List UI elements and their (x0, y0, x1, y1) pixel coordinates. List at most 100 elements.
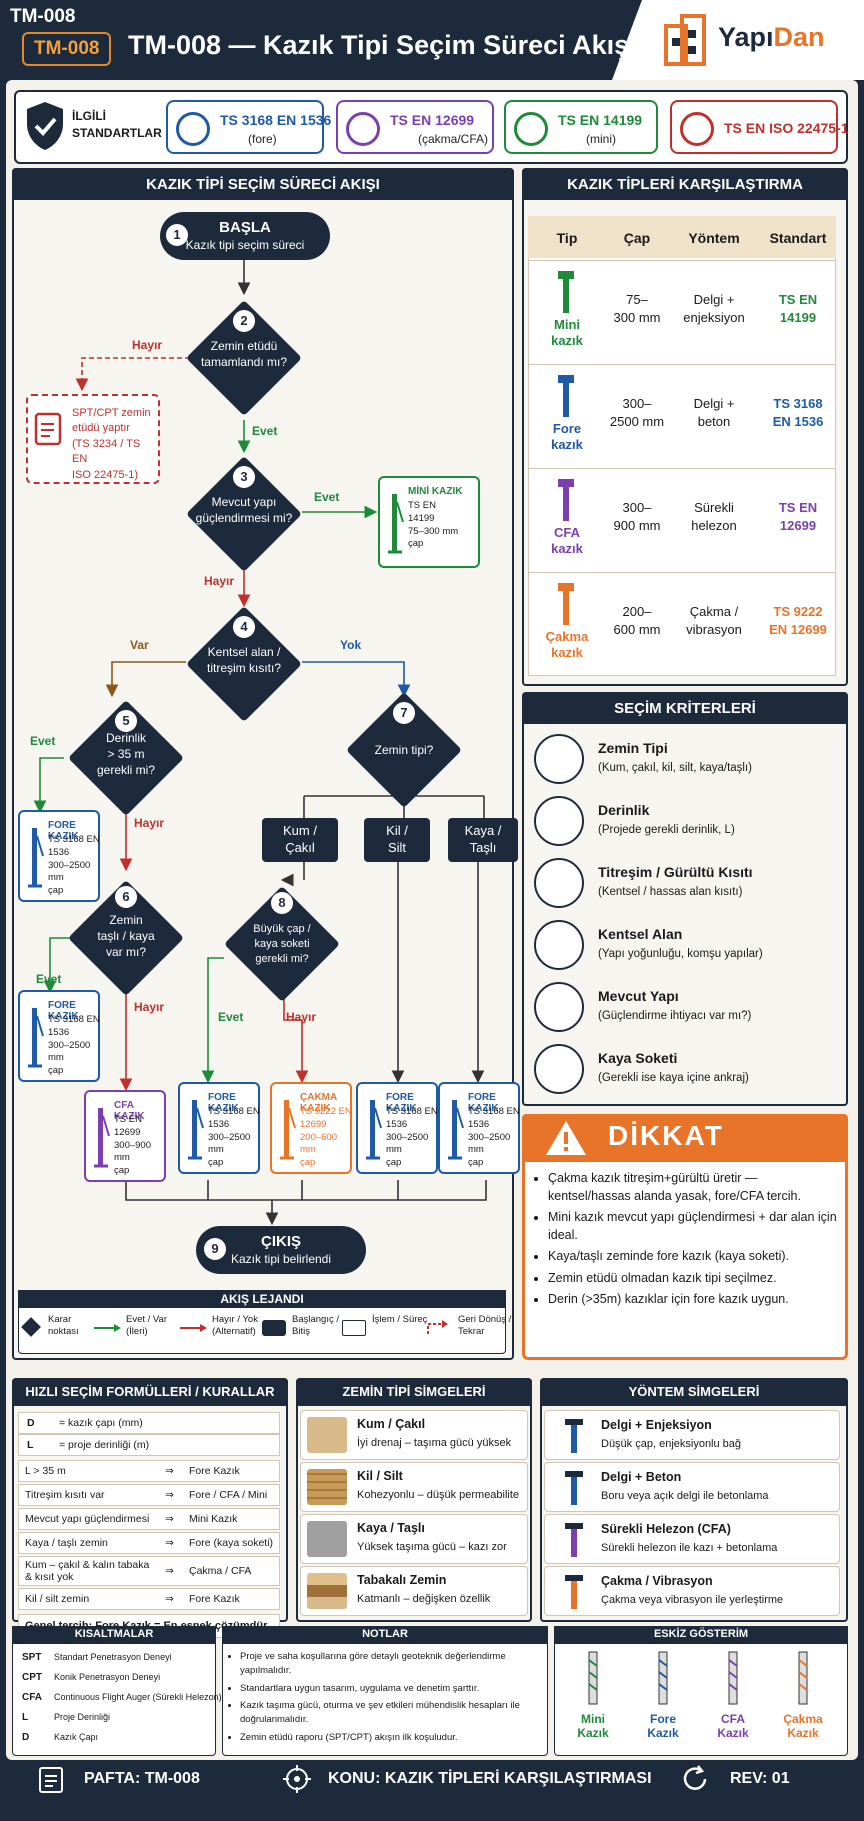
sketch-title: ESKİZ GÖSTERİM (554, 1626, 848, 1644)
pile-rig-icon (386, 492, 404, 558)
warning-icon (546, 1121, 586, 1155)
compare-type: Çakma kazık (545, 629, 589, 660)
rule-result: Çakma / CFA (189, 1565, 252, 1577)
method-rig-icon (559, 1417, 589, 1460)
standard-badge: TS 3168 EN 1536(fore) (166, 100, 331, 154)
spt-cpt-box: SPT/CPT zemin etüdü yaptır (TS 3234 / TS… (26, 394, 160, 484)
label-hayir: Hayır (132, 338, 163, 352)
abbr-value: Continuous Flight Auger (Sürekli Helezon… (54, 1692, 222, 1702)
pile-type-icon (554, 581, 578, 629)
notes-panel (222, 1626, 548, 1756)
arrow-icon: ⇒ (165, 1565, 174, 1577)
note-item: Proje ve saha koşullarına göre detaylı g… (240, 1650, 540, 1678)
abbr-key: CPT (22, 1672, 42, 1683)
soil-name: Kaya / Taşlı (357, 1521, 425, 1535)
soil-desc: Katmanlı – değişken özellik (357, 1593, 491, 1605)
label-hayir: Hayır (286, 1010, 317, 1024)
rule-condition: Titreşim kısıtı var (25, 1489, 105, 1501)
label-evet: Evet (30, 734, 56, 748)
arrow-icon: ⇒ (165, 1593, 174, 1605)
pile-result-spec: TS 3168 EN 1536 300–2500 mm çap (468, 1106, 520, 1169)
soil-desc: İyi drenaj – taşıma gücü yüksek (357, 1437, 512, 1449)
rule-key: L (27, 1439, 34, 1451)
criteria-item: Zemin Tipi(Kum, çakıl, kil, silt, kaya/t… (530, 732, 830, 792)
rule-row: Kum – çakıl & kalın tabaka & kısıt yok⇒Ç… (18, 1556, 280, 1586)
label-evet: Evet (36, 972, 62, 986)
pile-result-spec: TS 9222 EN 12699 200–600 mm çap (300, 1106, 352, 1169)
legend-symbol-icon (94, 1320, 122, 1338)
decision-q7: Zemin tipi?7 (346, 692, 462, 808)
soil-swatch-icon (307, 1573, 347, 1609)
compare-header-cell: Çap (623, 230, 651, 246)
standard-seal-icon (514, 112, 548, 146)
legend-symbol-icon (180, 1320, 208, 1338)
abbr-title: KISALTMALAR (12, 1626, 216, 1644)
rule-condition: Mevcut yapı güçlendirmesi (25, 1513, 150, 1525)
decision-q4: Kentsel alan / titreşim kısıtı?4 (186, 606, 302, 722)
rule-row: Mevcut yapı güçlendirmesi⇒Mini Kazık (18, 1508, 280, 1530)
method-rig-icon (559, 1573, 589, 1616)
arrow-icon: ⇒ (165, 1489, 174, 1501)
standard-code: TS EN 12699 (390, 112, 475, 128)
compare-header-cell: Standart (769, 230, 827, 246)
label-var: Var (130, 638, 149, 652)
doc-code: TM-008 (10, 6, 76, 27)
criteria-heading: Zemin Tipi (598, 740, 668, 756)
warning-list: Çakma kazık titreşim+gürültü üretir — ke… (548, 1170, 838, 1313)
method-rig-icon (559, 1469, 589, 1512)
logo-text: YapıDan (718, 22, 825, 52)
criteria-heading: Titreşim / Gürültü Kısıtı (598, 864, 753, 880)
compare-standard: TS 3168 EN 1536 (772, 396, 824, 429)
page-title: TM-008 — Kazık Tipi Seçim Süreci Akışı (128, 30, 637, 60)
compare-standard: TS 9222 EN 12699 (769, 604, 827, 637)
criteria-heading: Kaya Soketi (598, 1050, 678, 1066)
pile-result-title: FORE KAZIK (208, 1092, 239, 1114)
pile-result-title: FORE KAZIK (468, 1092, 499, 1114)
footer-rev: REV: 01 (730, 1770, 790, 1787)
criteria-item: Kaya Soketi(Gerekli ise kaya içine ankra… (530, 1042, 830, 1102)
label-hayir: Hayır (204, 574, 235, 588)
warning-item: Derin (>35m) kazıklar için fore kazık uy… (548, 1291, 838, 1309)
standard-seal-icon (176, 112, 210, 146)
compare-header-cell: Yöntem (688, 230, 740, 246)
rule-row: Titreşim kısıtı var⇒Fore / CFA / Mini (18, 1484, 280, 1506)
pile-result-spec: TS EN 14199 75–300 mm çap (408, 500, 459, 550)
standard-seal-icon (680, 112, 714, 146)
compare-diameter: 300– 900 mm (613, 500, 661, 533)
rule-result: Fore Kazık (189, 1465, 240, 1477)
criteria-item: Mevcut Yapı(Güçlendirme ihtiyacı var mı?… (530, 980, 830, 1040)
rule-condition: Kil / silt zemin (25, 1593, 90, 1605)
abbr-key: CFA (22, 1692, 42, 1703)
pile-result-title: ÇAKMA KAZIK (300, 1092, 337, 1114)
compare-diameter: 75– 300 mm (613, 292, 661, 325)
pile-rig-icon (278, 1098, 296, 1164)
compare-type: CFA kazık (551, 525, 583, 556)
abbr-value: Standart Penetrasyon Deneyi (54, 1652, 172, 1662)
pile-type-icon (554, 373, 578, 421)
pile-type-icon (554, 477, 578, 525)
header: TM-008 TM-008 TM-008 — Kazık Tipi Seçim … (0, 0, 864, 80)
rule-definition: L= proje derinliği (m) (18, 1434, 280, 1456)
target-icon (283, 1765, 311, 1793)
method-desc: Sürekli helezon ile kazı + betonlama (601, 1542, 778, 1554)
criteria-heading: Derinlik (598, 802, 650, 818)
label-hayir: Hayır (134, 816, 165, 830)
soils-title: ZEMİN TİPİ SİMGELERİ (296, 1378, 532, 1406)
abbr-key: SPT (22, 1652, 42, 1663)
clipboard-icon (39, 1767, 63, 1793)
soil-swatch-icon (307, 1469, 347, 1505)
abbr-value: Kazık Çapı (54, 1732, 99, 1742)
flow-title: KAZIK TİPİ SEÇİM SÜRECİ AKIŞI (12, 168, 514, 200)
arrow-icon: ⇒ (165, 1513, 174, 1525)
